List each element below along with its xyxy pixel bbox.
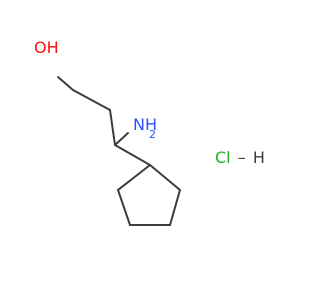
hydroxyl-label: OH bbox=[34, 38, 59, 57]
bond-c2-c3 bbox=[109, 109, 116, 146]
structure-diagram: OH NH 2 Cl – H bbox=[34, 38, 265, 226]
hydrogen-symbol: H bbox=[253, 148, 265, 167]
hcl-bond: – bbox=[238, 148, 246, 167]
chlorine-symbol: Cl bbox=[215, 148, 231, 167]
amine-nh: NH bbox=[133, 115, 157, 134]
bond-c3-n bbox=[114, 132, 129, 146]
bond-c1-c2 bbox=[72, 89, 111, 111]
cyclopentane-ring bbox=[116, 163, 182, 226]
bond-c3-ring bbox=[114, 144, 151, 166]
skeleton-bonds bbox=[57, 76, 182, 226]
bond-o-c1 bbox=[57, 76, 74, 91]
hydrochloride-label: Cl – H bbox=[215, 148, 265, 167]
amine-subscript: 2 bbox=[149, 128, 156, 141]
amine-label: NH bbox=[133, 115, 157, 134]
